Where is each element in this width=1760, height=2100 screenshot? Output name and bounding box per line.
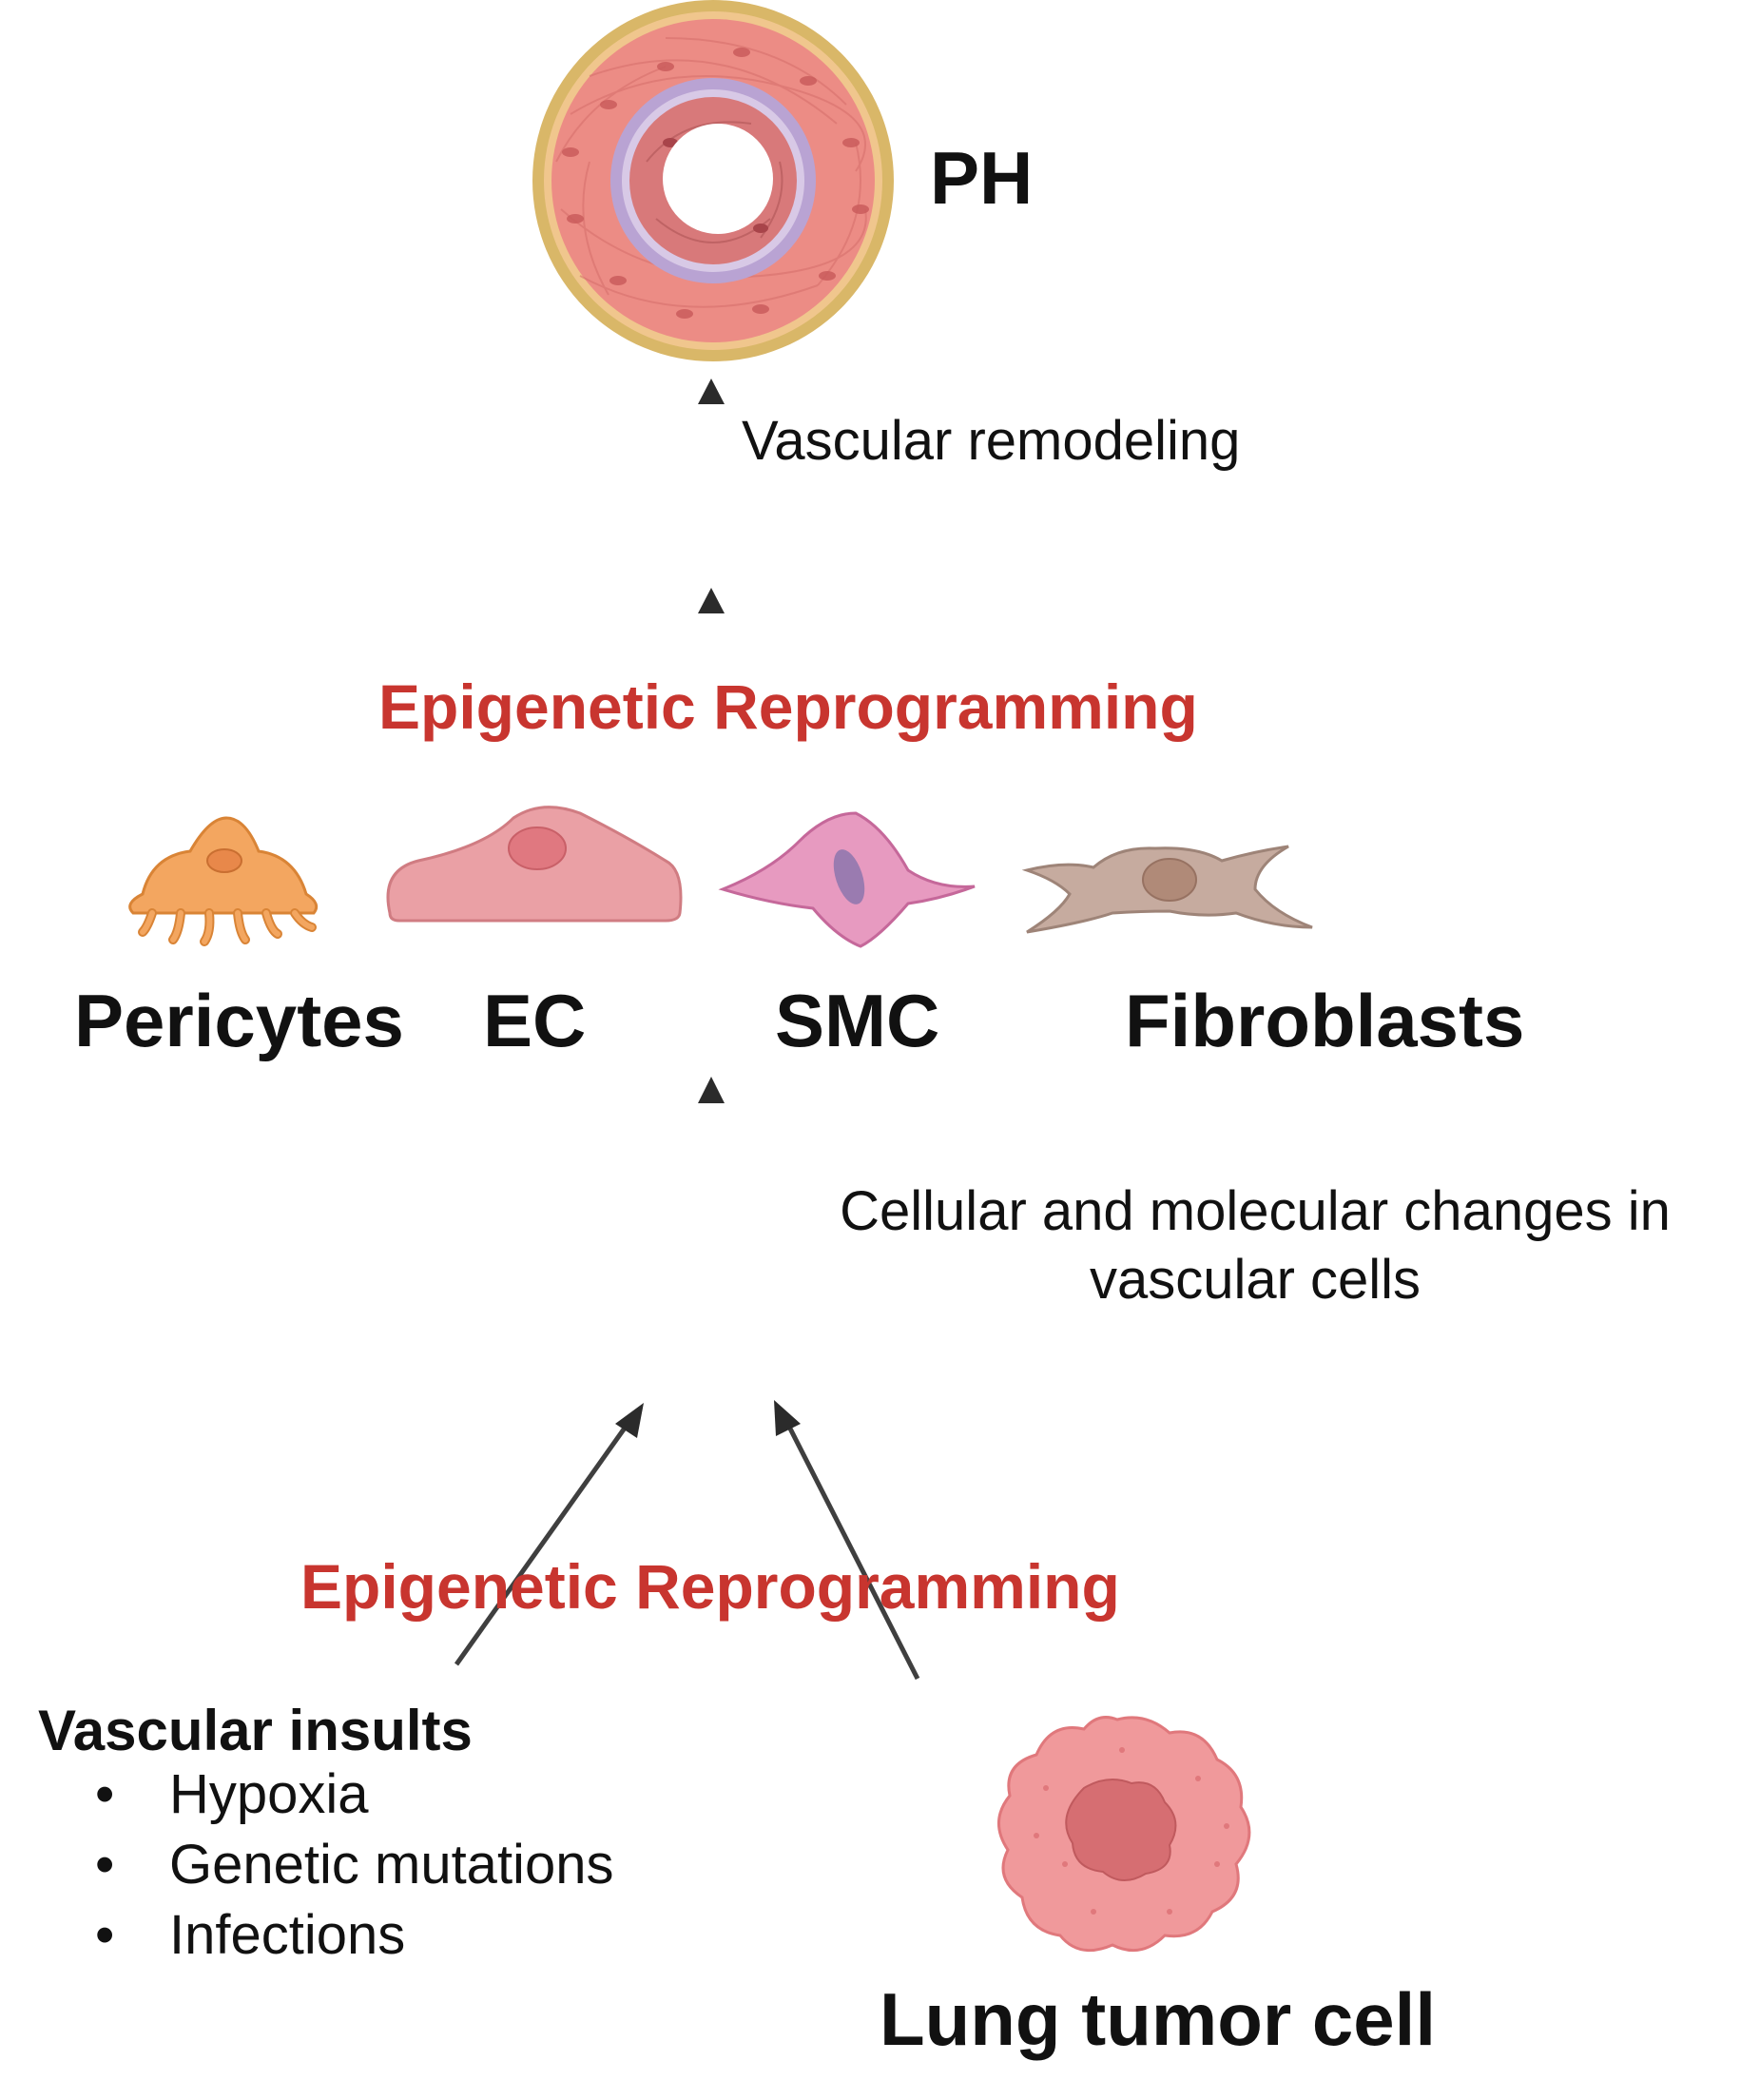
fibroblast-icon: [1021, 845, 1313, 934]
insults-arrow: [454, 1425, 629, 1666]
cell-label-ec: EC: [483, 979, 587, 1062]
lower-epigenetic-label: Epigenetic Reprogramming: [300, 1551, 1120, 1622]
pericyte-icon: [128, 816, 319, 946]
lung-tumor-cell-label: Lung tumor cell: [880, 1977, 1436, 2061]
vessel-cross-section-icon: [532, 0, 894, 361]
tumor-arrowhead: [774, 1400, 801, 1436]
cell-label-fibroblasts: Fibroblasts: [1125, 979, 1525, 1062]
ph-label: PH: [930, 136, 1034, 220]
insult-item-genetic-mutations: Genetic mutations: [95, 1830, 613, 1900]
cellular-changes-line2: vascular cells: [1089, 1249, 1422, 1311]
insult-item-infections: Infections: [95, 1900, 613, 1971]
insult-item-hypoxia: Hypoxia: [95, 1760, 613, 1830]
tumor-cell-icon: [997, 1716, 1251, 1953]
vascular-remodeling-label: Vascular remodeling: [742, 410, 1241, 472]
remodeling-arrowhead: [698, 379, 725, 404]
cellular-changes-line1: Cellular and molecular changes in: [840, 1180, 1671, 1242]
insults-arrowhead: [615, 1403, 644, 1438]
upper-epigenetic-arrowhead: [698, 588, 725, 613]
vascular-insults-title: Vascular insults: [38, 1699, 473, 1762]
vascular-insults-list: Hypoxia Genetic mutations Infections: [95, 1760, 613, 1971]
cellular-changes-arrowhead: [698, 1077, 725, 1103]
tumor-arrow: [786, 1425, 920, 1681]
smooth-muscle-cell-icon: [718, 811, 976, 948]
cell-label-pericytes: Pericytes: [74, 979, 404, 1062]
cell-label-smc: SMC: [775, 979, 940, 1062]
upper-epigenetic-label: Epigenetic Reprogramming: [378, 671, 1198, 742]
cellular-changes-label: Cellular and molecular changes in vascul…: [761, 1177, 1750, 1314]
endothelial-cell-icon: [386, 806, 683, 923]
